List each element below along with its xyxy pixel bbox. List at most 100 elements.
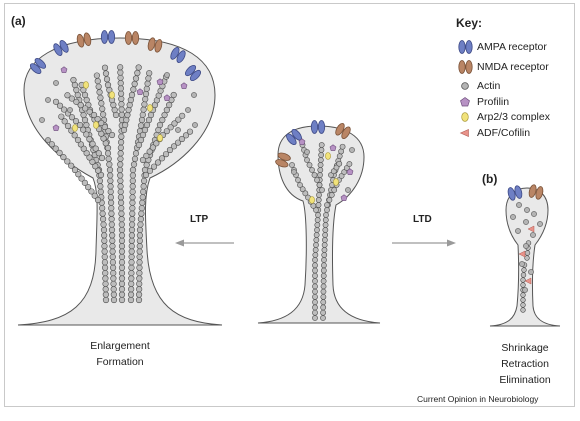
actin-filament-bead <box>136 226 144 234</box>
profilin <box>163 94 171 101</box>
actin-filament-bead <box>118 111 125 118</box>
actin-filament-bead <box>101 248 108 255</box>
actin-filament-bead <box>304 157 310 163</box>
actin-filament-bead <box>74 136 82 144</box>
actin-filament-bead <box>136 243 143 250</box>
actin-filament-bead <box>524 255 530 261</box>
actin-filament-bead <box>89 140 96 147</box>
actin-filament-bead <box>102 286 109 293</box>
actin-filament-bead <box>346 161 353 167</box>
actin-filament-bead <box>60 154 67 161</box>
actin-filament-bead <box>71 132 78 139</box>
actin-filament-bead <box>107 172 114 179</box>
actin-filament-bead <box>317 172 323 178</box>
actin-filament-bead <box>312 299 318 306</box>
actin-filament-bead <box>117 177 124 185</box>
actin-filament-bead <box>118 95 125 103</box>
arp23-complex <box>157 134 163 142</box>
actin-filament-bead <box>156 121 164 129</box>
nmda-subunit <box>335 122 345 136</box>
actin-filament-bead <box>120 126 128 134</box>
actin-filament-bead <box>118 259 126 266</box>
key-label-arp23: Arp2/3 complex <box>477 111 550 123</box>
arp23-icon <box>461 112 469 122</box>
actin-filament-bead <box>72 118 80 125</box>
key-label-cofilin: ADF/Cofilin <box>477 127 531 139</box>
actin-filament-bead <box>102 280 109 287</box>
actin-filament-bead <box>118 232 126 239</box>
actin-filament-bead <box>122 121 129 129</box>
profilin <box>52 124 60 131</box>
actin-filament-bead <box>61 118 68 125</box>
actin-filament-bead <box>117 172 124 179</box>
actin-filament-bead <box>136 269 143 277</box>
nmda-subunit <box>76 33 85 48</box>
actin-icon <box>461 82 469 90</box>
ampa-subunit <box>29 63 42 74</box>
actin-filament-bead <box>140 188 147 195</box>
actin-filament-bead <box>112 111 120 119</box>
free-actin <box>523 219 529 225</box>
actin-filament-bead <box>71 166 79 174</box>
actin-filament-bead <box>128 253 135 261</box>
free-actin <box>67 107 73 113</box>
actin-filament-bead <box>313 232 320 238</box>
actin-filament-bead <box>331 187 338 193</box>
arp23-complex <box>333 178 339 186</box>
actin-filament-bead <box>136 237 143 244</box>
actin-filament-bead <box>77 141 84 148</box>
actin-filament-bead <box>117 150 124 157</box>
actin-filament-bead <box>315 202 322 208</box>
caption-retraction: Retraction <box>501 358 549 370</box>
actin-filament-bead <box>68 114 76 121</box>
actin-filament-bead <box>117 79 124 87</box>
actin-filament-bead <box>129 188 136 195</box>
cofilin <box>527 225 535 233</box>
actin-filament-bead <box>135 64 142 71</box>
actin-filament-bead <box>118 275 126 282</box>
ltd-arrowhead <box>447 239 456 247</box>
arp23-complex <box>309 196 315 204</box>
profilin <box>340 194 348 201</box>
actin-filament-bead <box>90 111 98 119</box>
ampa-subunit <box>514 185 523 199</box>
actin-filament-bead <box>118 237 126 244</box>
actin-filament-bead <box>128 237 135 244</box>
actin-filament-bead <box>118 210 125 217</box>
actin-filament-bead <box>103 76 111 83</box>
ampa-receptor <box>507 185 523 201</box>
actin-filament-bead <box>524 250 531 256</box>
actin-filament-bead <box>146 70 153 77</box>
arp23-complex <box>83 81 89 89</box>
actin-filament-bead <box>170 143 178 150</box>
actin-filament-bead <box>102 269 109 277</box>
actin-filament-bead <box>139 156 147 164</box>
actin-filament-bead <box>101 237 108 244</box>
actin-filament-bead <box>70 76 77 84</box>
free-actin <box>510 214 516 220</box>
actin-filament-bead <box>320 304 327 311</box>
actin-filament-bead <box>320 315 326 321</box>
actin-filament-bead <box>128 259 135 266</box>
nmda-subunit <box>535 186 544 200</box>
actin-filament-bead <box>138 210 145 217</box>
ampa-subunit <box>34 58 47 69</box>
actin-filament-bead <box>128 243 135 250</box>
actin-filament-bead <box>295 177 301 183</box>
actin-filament-bead <box>137 215 145 223</box>
actin-filament-bead <box>142 96 149 103</box>
actin-filament-bead <box>312 309 318 316</box>
ampa-receptor <box>185 65 201 81</box>
actin-filament-bead <box>97 183 104 190</box>
ampa-subunit <box>53 43 63 56</box>
caption-formation: Formation <box>96 356 144 368</box>
actin-filament-bead <box>520 297 526 303</box>
actin-filament-bead <box>99 210 106 217</box>
actin-filament-bead <box>109 248 116 255</box>
actin-filament-bead <box>175 116 182 123</box>
actin-filament-bead <box>118 269 126 277</box>
actin-filament-bead <box>118 139 125 146</box>
actin-filament-bead <box>139 111 146 118</box>
actin-filament-bead <box>105 127 112 135</box>
free-actin <box>528 269 534 275</box>
